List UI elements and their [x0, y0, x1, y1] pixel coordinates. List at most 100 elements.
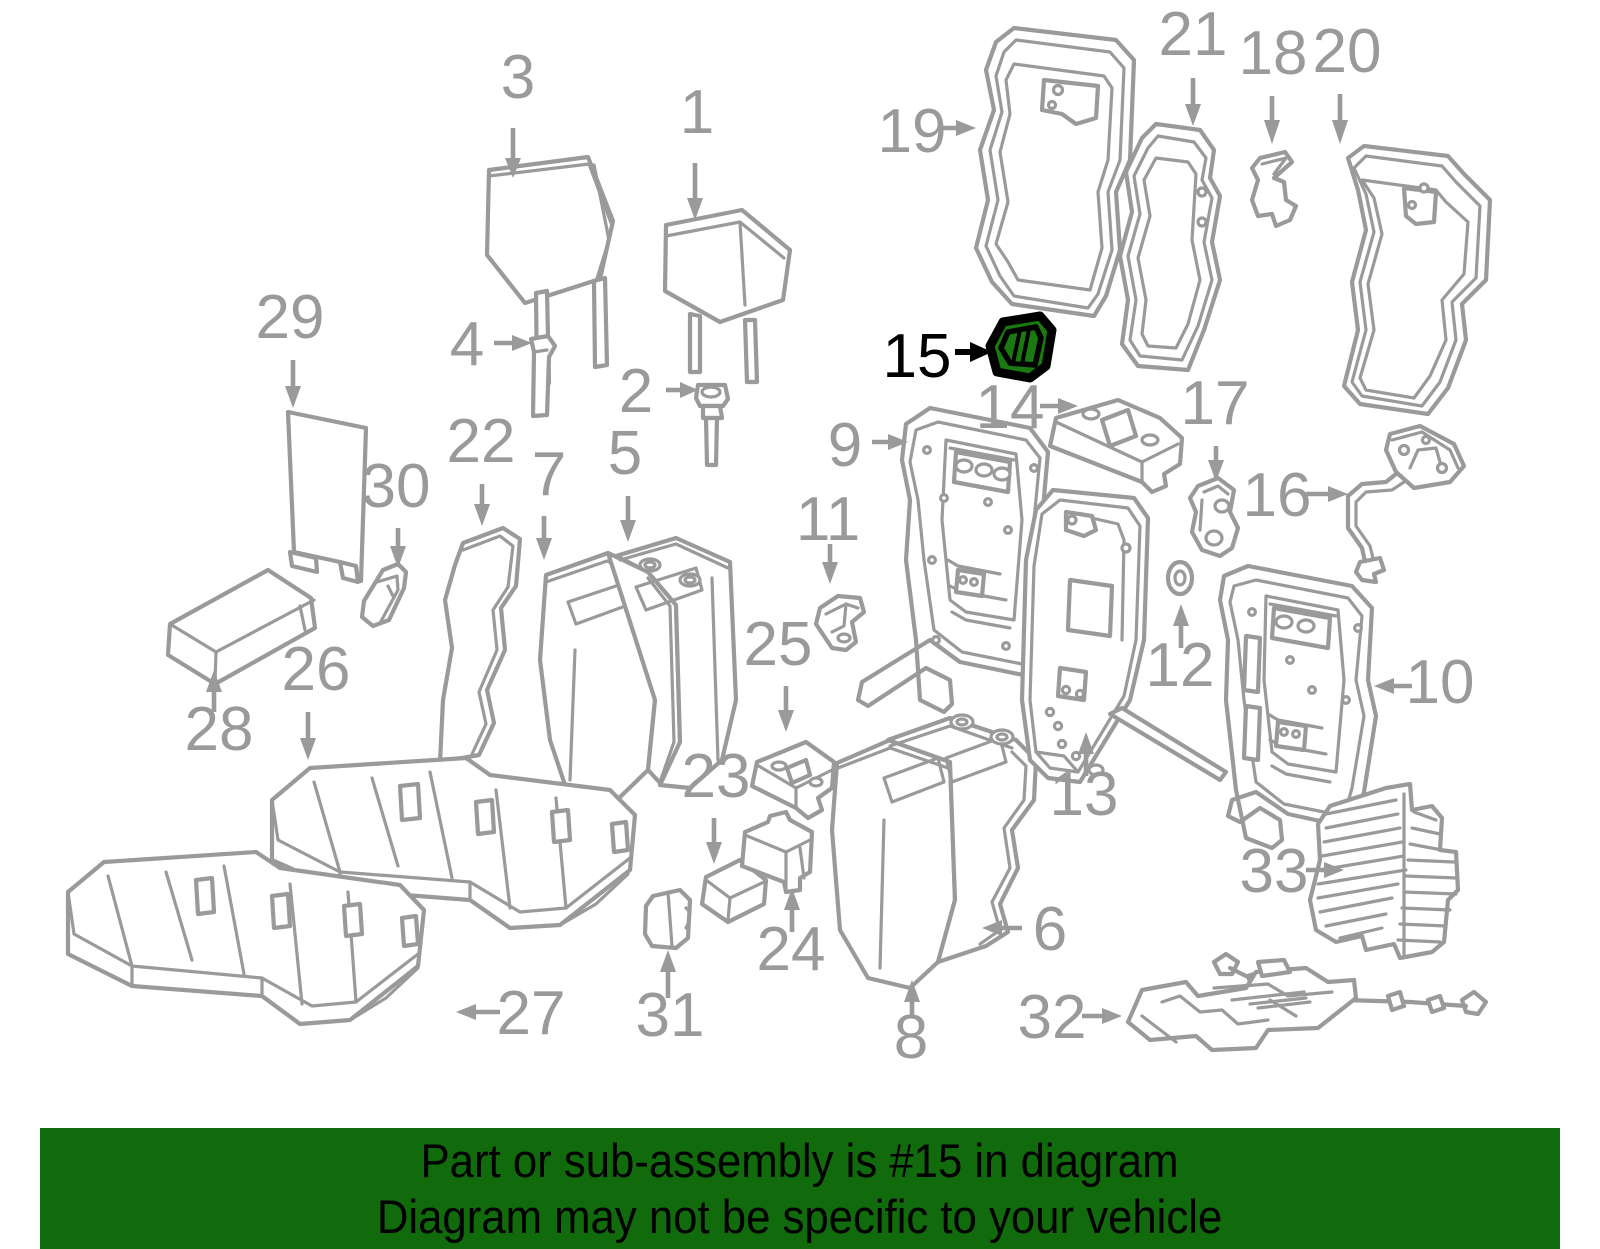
- callout-33: [1306, 862, 1344, 878]
- callout-15: [955, 342, 992, 362]
- part-12-washer: [1165, 559, 1195, 597]
- callout-label-27: 27: [497, 979, 566, 1048]
- part-14-hinge-cover: [1047, 397, 1185, 495]
- part-17-latch-striker-bracket: [1187, 475, 1241, 559]
- callout-label-7: 7: [532, 440, 566, 509]
- callout-17: [1208, 446, 1224, 482]
- callout-4: [494, 335, 532, 351]
- callout-label-3: 3: [501, 43, 535, 112]
- callout-label-15: 15: [883, 322, 952, 391]
- callout-label-10: 10: [1406, 648, 1475, 717]
- callout-label-14: 14: [976, 373, 1045, 442]
- part-19-rear-trim-panel-left: [973, 25, 1137, 319]
- callout-label-24: 24: [757, 915, 826, 984]
- callout-32: [1082, 1008, 1122, 1024]
- callout-10: [1374, 678, 1412, 694]
- part-24-foam-block: [739, 809, 815, 895]
- callout-18: [1264, 96, 1280, 144]
- callout-16: [1306, 486, 1348, 502]
- callout-label-26: 26: [282, 635, 351, 704]
- callout-5: [620, 496, 636, 542]
- part-10-seat-back-frame-right: [1217, 563, 1379, 851]
- callout-11: [822, 544, 838, 584]
- callout-label-2: 2: [619, 357, 653, 426]
- part-4-headrest-guide-post: [528, 333, 558, 419]
- callout-label-5: 5: [608, 419, 642, 488]
- part-33-seat-heater-element: [1211, 781, 1489, 1017]
- callout-label-20: 20: [1313, 17, 1382, 86]
- part-3-headrest-left: [484, 154, 616, 388]
- callout-1: [687, 163, 703, 220]
- callout-27: [456, 1004, 500, 1020]
- callout-23: [706, 818, 722, 864]
- callout-label-13: 13: [1050, 760, 1119, 829]
- callout-label-6: 6: [1033, 895, 1067, 964]
- part-16-release-cable: [1345, 423, 1467, 585]
- callout-label-32: 32: [1018, 983, 1087, 1052]
- part-11-pivot-bracket: [813, 593, 867, 653]
- callout-2: [666, 382, 698, 398]
- callout-label-22: 22: [447, 407, 516, 476]
- callout-label-8: 8: [894, 1003, 928, 1072]
- part-21-rear-trim-panel-center: [1117, 121, 1223, 373]
- callout-label-29: 29: [256, 283, 325, 352]
- part-18-trim-clip: [1249, 149, 1299, 229]
- callout-28: [206, 670, 222, 712]
- seat-frame-rod: [1107, 705, 1229, 783]
- callout-12: [1173, 604, 1189, 648]
- callout-number-labels: 3 1 4 2 29 30 22 7 5 28 26 27 31 23 24 2…: [185, 0, 1475, 1072]
- callout-label-11: 11: [796, 485, 860, 554]
- callout-3: [505, 128, 521, 178]
- callout-label-17: 17: [1181, 369, 1250, 438]
- part-29-seat-back-board: [285, 409, 369, 585]
- callout-label-4: 4: [450, 310, 484, 379]
- callout-6: [982, 920, 1022, 936]
- part-9-seat-back-frame-left: [855, 405, 1053, 715]
- callout-label-9: 9: [828, 411, 862, 480]
- callout-label-33: 33: [1240, 837, 1309, 906]
- callout-label-1: 1: [680, 78, 714, 147]
- part-7-seat-back-cover-left: [537, 550, 683, 803]
- part-30-latch-handle: [359, 561, 409, 629]
- part-5-seat-back-cover-right-upper: [613, 535, 739, 791]
- callout-30: [390, 528, 406, 568]
- info-banner: Part or sub-assembly is #15 in diagram D…: [40, 1128, 1560, 1249]
- callout-label-25: 25: [744, 610, 813, 679]
- callout-26: [300, 712, 316, 760]
- callout-label-31: 31: [636, 981, 705, 1050]
- callout-25: [778, 686, 794, 732]
- callout-label-28: 28: [185, 695, 254, 764]
- callout-31: [660, 950, 676, 998]
- part-15-latch-trim-cover-highlighted: [985, 311, 1057, 383]
- callout-21: [1185, 78, 1201, 126]
- callout-22: [474, 484, 490, 526]
- part-32-floor-bracket: [1125, 957, 1359, 1053]
- banner-line-1: Part or sub-assembly is #15 in diagram: [421, 1133, 1179, 1187]
- callout-29: [285, 360, 301, 408]
- part-31-spacer-block: [642, 887, 693, 951]
- callout-24: [784, 888, 800, 932]
- part-8-seat-back-pad-front: [829, 737, 958, 991]
- part-1-headrest-right: [662, 207, 793, 385]
- callout-13: [1078, 732, 1094, 776]
- callout-9: [872, 434, 908, 450]
- callout-8: [904, 980, 920, 1018]
- callout-7: [536, 516, 552, 560]
- callout-label-16: 16: [1243, 461, 1312, 530]
- callout-label-12: 12: [1146, 631, 1215, 700]
- part-20-rear-trim-panel-right: [1341, 143, 1493, 417]
- callout-label-23: 23: [682, 742, 751, 811]
- part-25-hinge-cover-small: [749, 739, 837, 821]
- callout-label-21: 21: [1159, 0, 1228, 69]
- banner-line-2: Diagram may not be specific to your vehi…: [377, 1189, 1223, 1243]
- part-2-headrest-guide-bushing: [693, 382, 731, 468]
- callout-label-30: 30: [362, 452, 431, 521]
- part-23-foam-strip-lower: [699, 857, 769, 925]
- callout-label-18: 18: [1239, 19, 1308, 88]
- part-22-side-bolster-cover: [437, 525, 523, 765]
- callout-19: [940, 120, 976, 136]
- part-6-seat-back-pad-right: [885, 713, 1039, 965]
- part-27-seat-cushion-front: [65, 849, 427, 1027]
- callout-20: [1332, 94, 1348, 144]
